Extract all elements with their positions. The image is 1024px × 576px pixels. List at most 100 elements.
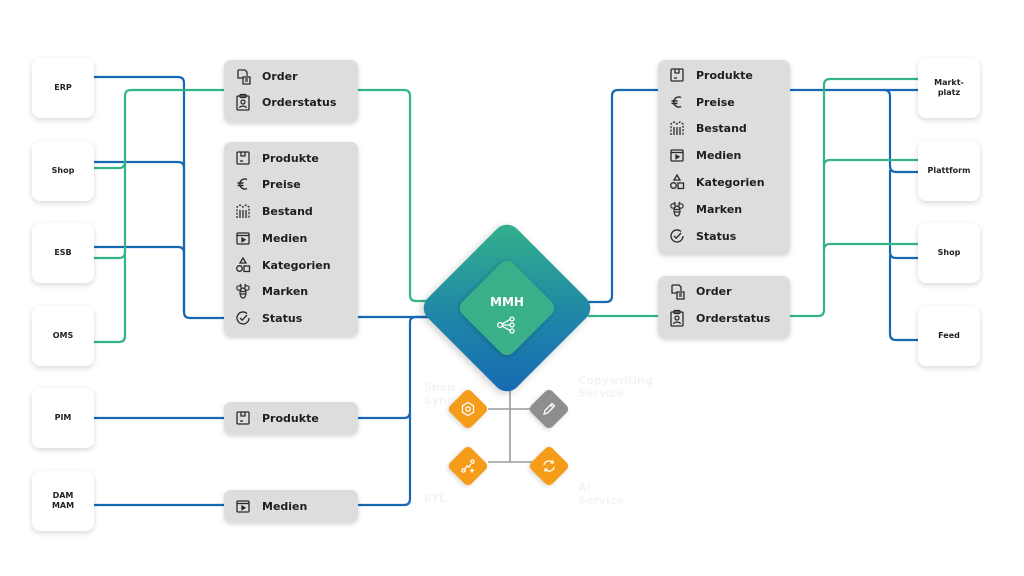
row-label: Bestand [262,204,313,218]
system-label: PIM [54,413,72,422]
wire-orderstatus-esb [92,160,127,260]
wire-orderstatus-plattform [822,158,918,167]
panel-row-produkte[interactable]: Produkte [234,406,319,430]
media-icon [236,232,250,245]
panel-row-order[interactable]: Order [668,279,732,303]
status-check-icon [670,229,684,243]
left-order-panel: Order Orderstatus [224,60,358,122]
order-icon [237,69,251,85]
shapes-icon [670,174,685,190]
row-label: Medien [262,231,308,245]
system-label: DAM MAM [51,491,75,510]
wire-orderstatus-hub [356,88,440,303]
panel-row-bestand[interactable]: Bestand [234,199,313,223]
right-product-panel: Produkte Preise Bestand Medien Kategorie… [658,60,790,254]
system-label: Feed [938,331,960,340]
system-label: Markt- platz [934,78,964,97]
bee-icon [236,283,250,299]
clipboard-icon [236,93,250,111]
box-icon [670,68,684,82]
wire-orderstatus-oms [92,250,127,344]
row-label: Produkte [696,68,753,82]
wire-products-plattform [883,88,918,174]
row-label: Bestand [696,121,747,135]
row-label: Status [262,311,303,325]
system-shop-left[interactable]: Shop [32,141,94,201]
panel-row-preise[interactable]: Preise [234,172,301,196]
sync-arrows-icon [534,451,564,481]
clipboard-icon [670,309,684,327]
system-label: Shop [937,248,961,257]
panel-row-medien[interactable]: Medien [668,143,741,167]
pen-icon [534,394,564,424]
panel-row-status[interactable]: Status [234,306,302,330]
wire-orderstatus-shop-r [822,242,918,251]
wire-pim-hub [356,315,430,420]
panel-row-kategorien[interactable]: Kategorien [668,170,765,194]
panel-row-medien[interactable]: Medien [234,226,307,250]
panel-row-order[interactable]: Order [234,64,298,88]
wire-products-feed [888,255,918,342]
panel-row-medien[interactable]: Medien [234,494,307,518]
system-plattform[interactable]: Plattform [918,141,980,201]
euro-icon [236,178,248,190]
stock-icon [670,121,684,136]
row-label: Preise [696,95,735,109]
box-icon [236,151,250,165]
panel-row-status[interactable]: Status [668,224,736,248]
box-icon [236,411,250,425]
row-label: Orderstatus [262,95,337,109]
wire-products-shop [888,170,918,260]
status-check-icon [236,311,250,325]
system-dam-mam[interactable]: DAM MAM [32,471,94,531]
system-marktplatz[interactable]: Markt- platz [918,58,980,118]
panel-row-orderstatus[interactable]: Orderstatus [234,90,336,114]
panel-row-marken[interactable]: Marken [234,279,308,303]
share-nodes-icon [496,316,515,334]
wire-orderstatus-shop [92,88,224,170]
row-label: Produkte [262,411,319,425]
row-label: Preise [262,177,301,191]
system-label: Plattform [927,166,971,175]
wire-erp-status [92,75,224,320]
row-label: Kategorien [696,175,765,189]
row-label: Status [696,229,737,243]
media-icon [670,149,684,162]
system-shop-right[interactable]: Shop [918,223,980,283]
panel-row-orderstatus[interactable]: Orderstatus [668,306,770,330]
row-label: Orderstatus [696,311,771,325]
panel-row-marken[interactable]: Marken [668,197,742,221]
left-product-panel: Produkte Preise Bestand Medien Kategorie… [224,142,358,336]
panel-row-kategorien[interactable]: Kategorien [234,253,331,277]
system-label: OMS [52,331,74,340]
order-icon [671,284,685,300]
system-erp[interactable]: ERP [32,58,94,118]
wire-dam-hub [356,412,412,507]
right-order-panel: Order Orderstatus [658,276,790,338]
panel-row-preise[interactable]: Preise [668,90,735,114]
panel-row-bestand[interactable]: Bestand [668,116,747,140]
wire-shop-status [92,160,186,312]
system-label: Shop [51,166,75,175]
system-pim[interactable]: PIM [32,388,94,448]
service-label-copywriting: Copywriting Service [578,374,653,400]
row-label: Order [696,284,732,298]
row-label: Marken [262,284,309,298]
gear-hex-icon [453,394,483,424]
system-oms[interactable]: OMS [32,306,94,366]
euro-icon [670,96,682,108]
wire-esb-status [92,245,186,312]
system-label: ESB [54,248,72,257]
hub-title: MMH [490,295,524,309]
panel-row-produkte[interactable]: Produkte [668,63,753,87]
stock-icon [236,204,250,219]
system-label: ERP [54,83,72,92]
row-label: Kategorien [262,258,331,272]
system-esb[interactable]: ESB [32,223,94,283]
service-label-shop-sync: Shop Sync [424,381,456,407]
panel-row-produkte[interactable]: Produkte [234,146,319,170]
wire-orderstatus-marktplatz [790,77,918,318]
system-feed[interactable]: Feed [918,306,980,366]
left-pim-panel: Produkte [224,402,358,434]
